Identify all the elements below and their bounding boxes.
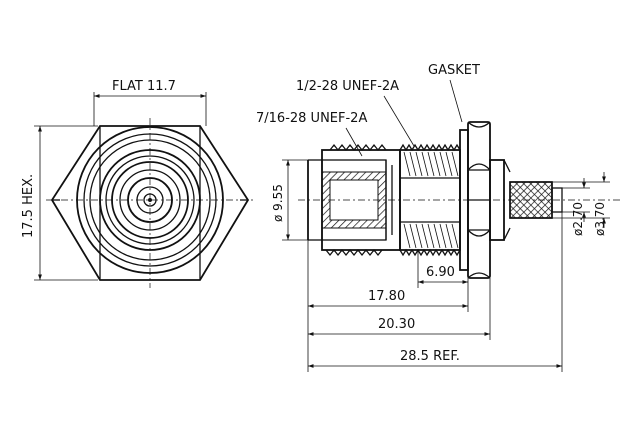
small-thread-bottom-teeth — [325, 248, 383, 257]
thread-large-leader — [383, 95, 415, 147]
large-thread-crests-bottom — [403, 223, 459, 249]
dia370-label: ø3.70 — [593, 202, 607, 236]
gasket-leader — [449, 79, 463, 123]
cable-stub — [551, 187, 563, 213]
dia955-label: ø 9.55 — [271, 184, 285, 222]
dia270-label: ø2.70 — [571, 202, 585, 236]
dim2030-label: 20.30 — [378, 317, 415, 332]
thread-small-label: 7/16-28 UNEF-2A — [256, 111, 367, 126]
thread-large-label: 1/2-28 UNEF-2A — [296, 79, 399, 94]
gasket-label: GASKET — [428, 63, 480, 78]
hex-label: 17.5 HEX. — [21, 174, 36, 238]
large-thread-crests-top — [403, 151, 459, 177]
front-view: FLAT 11.7 17.5 HEX. — [21, 79, 254, 288]
small-thread-top-teeth — [329, 143, 387, 152]
neck-taper-top — [503, 159, 511, 173]
hex-flange-chamfers — [467, 121, 491, 279]
dim285-label: 28.5 REF. — [400, 349, 460, 364]
flat-label: FLAT 11.7 — [112, 79, 176, 94]
neck-taper-bottom — [503, 227, 511, 241]
knurled-ferrule-crosshatch — [509, 181, 553, 219]
large-thread-top-teeth — [399, 143, 461, 152]
thread-small-leader — [345, 127, 363, 157]
large-thread-bottom-teeth — [399, 248, 461, 257]
side-view: GASKET 1/2-28 UNEF-2A 7/16-28 UNEF-2A ø … — [256, 63, 620, 372]
dim690-label: 6.90 — [426, 265, 455, 280]
dim1780-label: 17.80 — [368, 289, 405, 304]
